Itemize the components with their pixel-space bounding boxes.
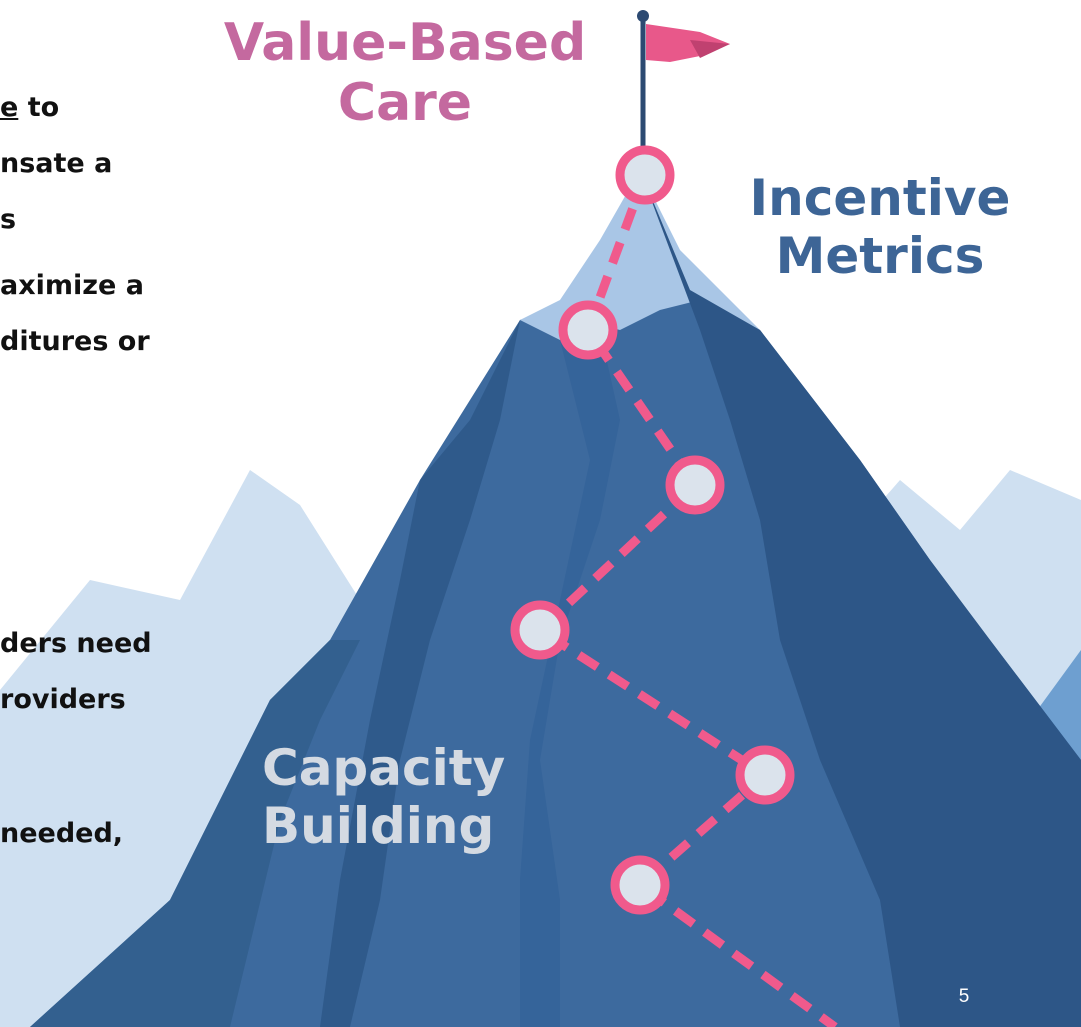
- waypoint: [665, 455, 725, 515]
- incentive-metrics-label: Incentive Metrics: [749, 169, 1011, 285]
- body-text-line: roviders: [0, 684, 126, 715]
- body-text-underlined: e: [0, 92, 19, 123]
- body-text-line: nsate a: [0, 148, 113, 179]
- waypoint: [558, 300, 618, 360]
- waypoint: [735, 745, 795, 805]
- mountain-ridge-2: [520, 330, 620, 1027]
- waypoint: [610, 855, 670, 915]
- mountain-main: [30, 170, 1081, 1027]
- body-text-line: ditures or: [0, 326, 150, 357]
- waypoint: [615, 145, 675, 205]
- flag-icon: [646, 24, 730, 62]
- capacity-building-label: Capacity Building: [262, 739, 506, 855]
- flag-fold: [690, 40, 730, 58]
- mountain-ridge: [320, 320, 520, 1027]
- mountain-shadow-left: [30, 640, 360, 1027]
- waypoint: [510, 600, 570, 660]
- body-text-line: e to: [0, 92, 60, 123]
- body-text-line: ders need: [0, 628, 152, 659]
- page-number: 5: [958, 986, 970, 1007]
- body-text-line: s: [0, 204, 17, 235]
- value-based-care-label: Value-Based Care: [223, 13, 587, 133]
- mountain-shadow-right: [640, 170, 1081, 1027]
- body-text-line: needed,: [0, 818, 124, 849]
- body-text-line: aximize a: [0, 270, 144, 301]
- flag-pole-knob: [637, 10, 649, 22]
